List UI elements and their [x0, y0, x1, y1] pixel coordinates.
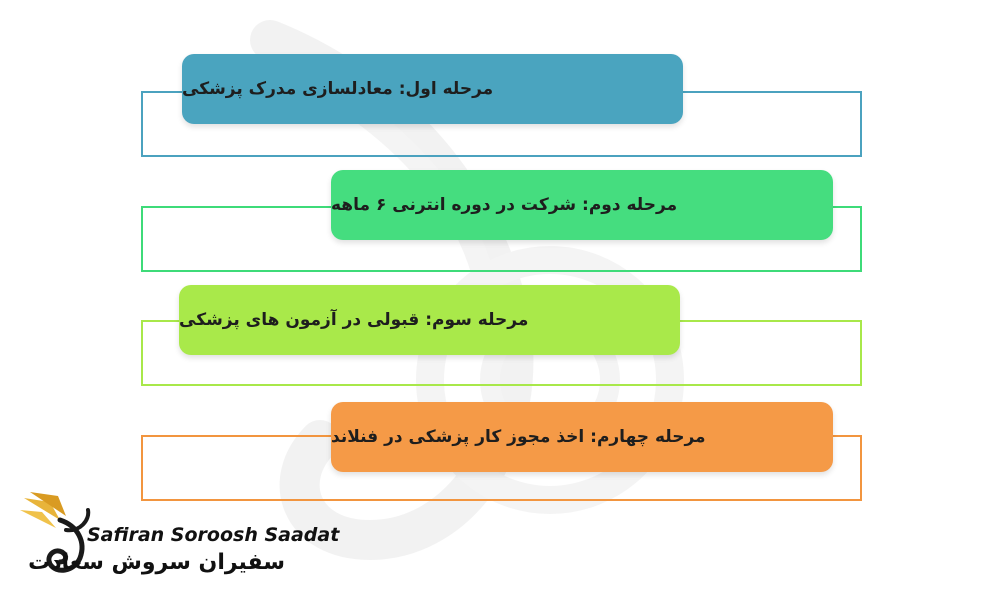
step-1-label: مرحله اول: معادلسازی مدرک پزشکی [182, 79, 494, 99]
step-1-box: مرحله اول: معادلسازی مدرک پزشکی [182, 54, 683, 124]
step-2-box: مرحله دوم: شرکت در دوره انترنی ۶ ماهه [331, 170, 833, 240]
brand-logo-block: Safiran Soroosh Saadat سفیران سروش سعادت [20, 490, 339, 590]
step-4-label: مرحله چهارم: اخذ مجوز کار پزشکی در فنلان… [331, 427, 706, 447]
step-3-box: مرحله سوم: قبولی در آزمون های پزشکی [179, 285, 680, 355]
brand-name-en: Safiran Soroosh Saadat [87, 524, 340, 546]
golden-swan-wing-icon [20, 492, 91, 573]
step-4-box: مرحله چهارم: اخذ مجوز کار پزشکی در فنلان… [331, 402, 833, 472]
step-4: مرحله چهارم: اخذ مجوز کار پزشکی در فنلان… [0, 0, 1000, 501]
brand-name-fa: سفیران سروش سعادت [28, 550, 285, 575]
step-2-label: مرحله دوم: شرکت در دوره انترنی ۶ ماهه [331, 195, 678, 215]
step-3-label: مرحله سوم: قبولی در آزمون های پزشکی [179, 310, 529, 330]
step-1: مرحله اول: معادلسازی مدرک پزشکی [0, 0, 1000, 157]
step-2: مرحله دوم: شرکت در دوره انترنی ۶ ماهه [0, 0, 1000, 272]
step-3: مرحله سوم: قبولی در آزمون های پزشکی [0, 0, 1000, 386]
